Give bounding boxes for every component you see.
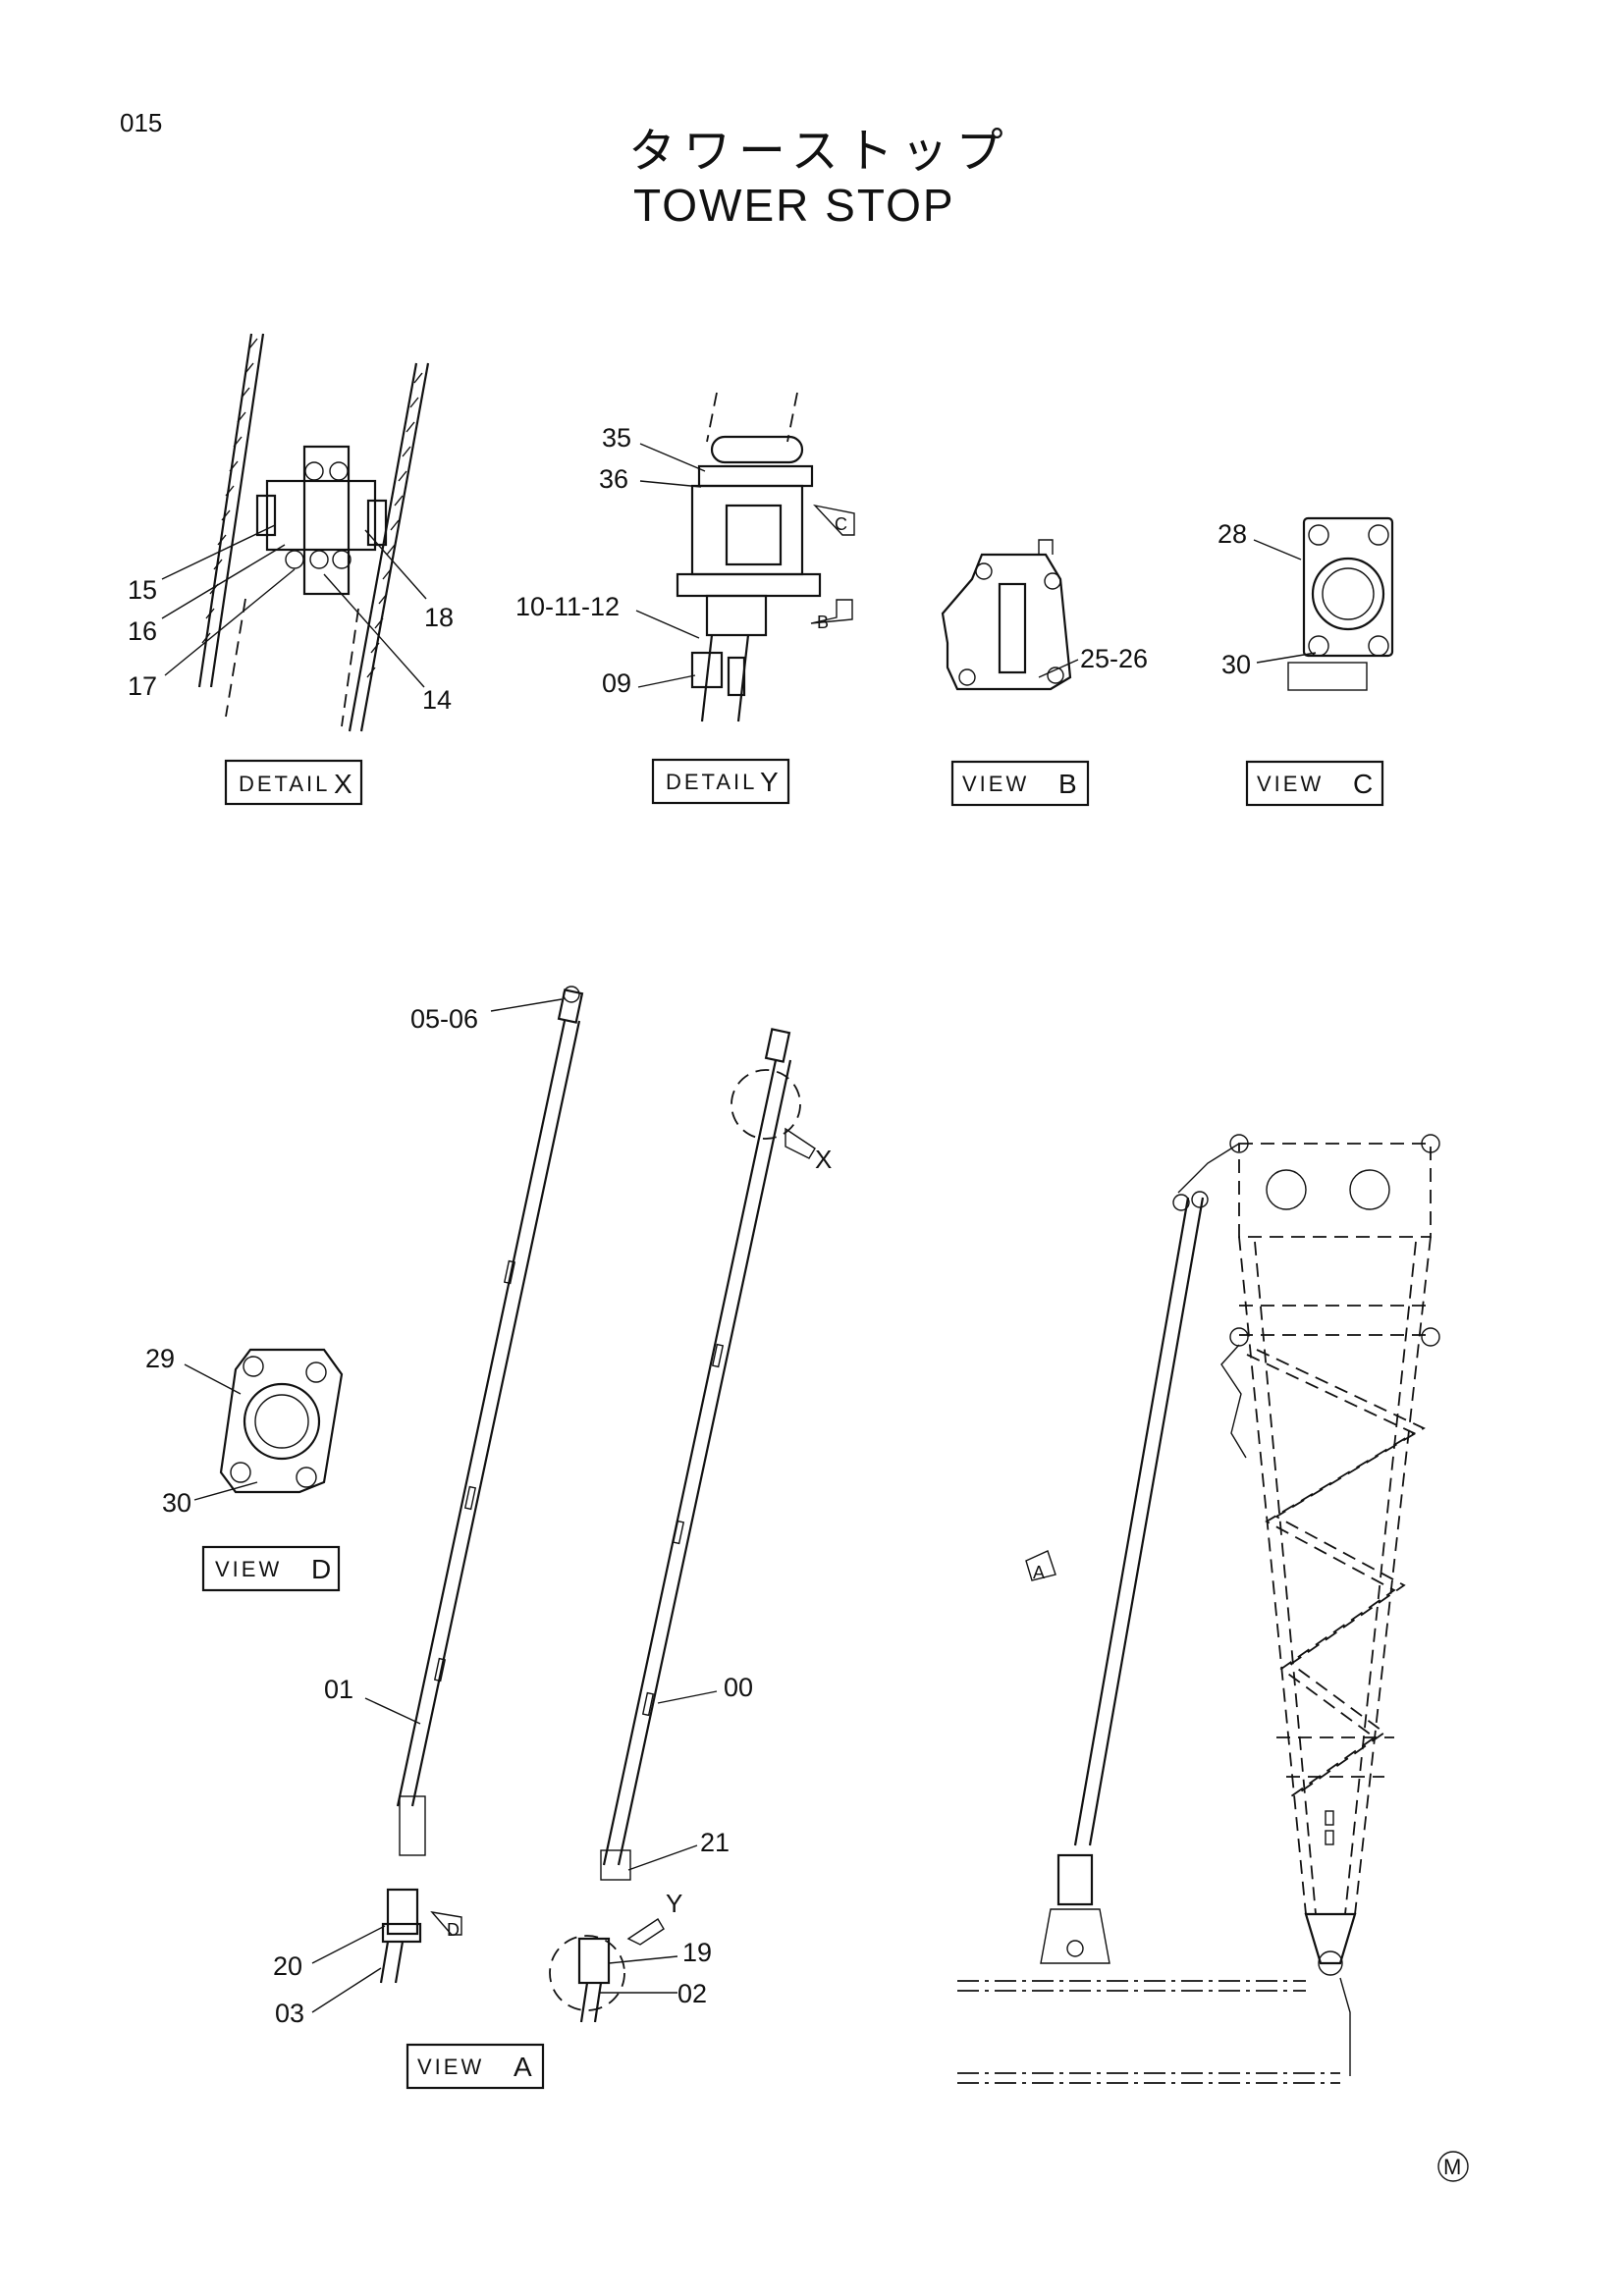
part-label-29: 29 (145, 1344, 175, 1373)
caption-view-c-letter: C (1353, 769, 1373, 799)
part-label-05-06: 05-06 (410, 1004, 478, 1034)
leader-28 (1253, 539, 1302, 561)
part-label-28: 28 (1218, 519, 1247, 549)
caption-view-c-word: VIEW (1257, 772, 1324, 796)
part-label-18: 18 (424, 603, 454, 632)
detail-y-leaders (635, 443, 706, 688)
view-d-drawing (219, 1348, 344, 1494)
caption-view-a-word: VIEW (417, 2055, 484, 2079)
detail-x-pointer (785, 1127, 816, 1159)
detail-y-pointer (626, 1918, 665, 1946)
caption-view-d-letter: D (311, 1554, 331, 1584)
leader-29 (184, 1363, 242, 1395)
part-label-17: 17 (128, 671, 157, 701)
view-marker-x: X (815, 1145, 832, 1174)
corner-m-mark: M (1437, 2151, 1469, 2182)
caption-detail-x-letter: X (334, 769, 352, 799)
caption-view-d-word: VIEW (215, 1557, 282, 1581)
view-marker-d: D (447, 1920, 460, 1940)
view-marker-a: A (1033, 1563, 1045, 1582)
strut-00-drawing (549, 1028, 801, 2023)
view-c-drawing (1287, 516, 1394, 691)
part-label-14: 14 (422, 685, 452, 715)
part-label-30-view-c: 30 (1221, 650, 1251, 679)
view-a-leaders (311, 998, 718, 2013)
part-label-15: 15 (128, 575, 157, 605)
caption-detail-x: DETAIL X (224, 759, 363, 806)
caption-detail-x-word: DETAIL (239, 772, 330, 796)
part-label-20: 20 (273, 1951, 302, 1981)
caption-view-d: VIEW D (201, 1545, 341, 1592)
part-label-00: 00 (724, 1673, 753, 1702)
caption-detail-y-word: DETAIL (666, 770, 757, 794)
part-label-30-view-d: 30 (162, 1488, 191, 1518)
part-label-19: 19 (682, 1938, 712, 1967)
detail-x-drawing (197, 333, 430, 732)
detail-y-drawing (676, 392, 855, 722)
view-b-drawing (941, 539, 1072, 691)
caption-view-a-letter: A (514, 2052, 532, 2082)
part-label-02: 02 (677, 1979, 707, 2008)
part-label-09: 09 (602, 668, 631, 698)
part-label-21: 21 (700, 1828, 730, 1857)
part-label-25-26: 25-26 (1080, 644, 1148, 673)
part-label-10-11-12: 10-11-12 (515, 592, 620, 621)
caption-detail-y-letter: Y (760, 767, 779, 797)
caption-view-b: VIEW B (950, 760, 1090, 807)
corner-m-mark-letter: M (1443, 2155, 1461, 2179)
part-label-35: 35 (602, 423, 631, 453)
part-label-03: 03 (275, 1999, 304, 2028)
leader-30d (193, 1481, 258, 1501)
title-english: TOWER STOP (633, 180, 955, 231)
caption-view-b-word: VIEW (962, 772, 1029, 796)
view-marker-b: B (817, 613, 829, 632)
caption-view-b-letter: B (1058, 769, 1077, 799)
view-marker-c: C (835, 514, 847, 534)
part-label-01: 01 (324, 1675, 353, 1704)
caption-view-a: VIEW A (406, 2043, 545, 2090)
view-marker-y: Y (666, 1889, 682, 1918)
leader-25-26 (1038, 659, 1079, 678)
caption-view-c: VIEW C (1245, 760, 1384, 807)
leader-30c (1256, 652, 1317, 664)
caption-detail-y: DETAIL Y (651, 758, 790, 805)
title-japanese: タワーストップ (628, 126, 1011, 178)
view-d-arrow (430, 1910, 462, 1936)
tower-frame-drawing (957, 1134, 1440, 2084)
detail-x-leaders (161, 524, 427, 688)
part-label-16: 16 (128, 616, 157, 646)
part-label-36: 36 (599, 464, 628, 494)
strut-01-drawing (379, 986, 584, 1984)
page-number: 015 (120, 108, 162, 137)
